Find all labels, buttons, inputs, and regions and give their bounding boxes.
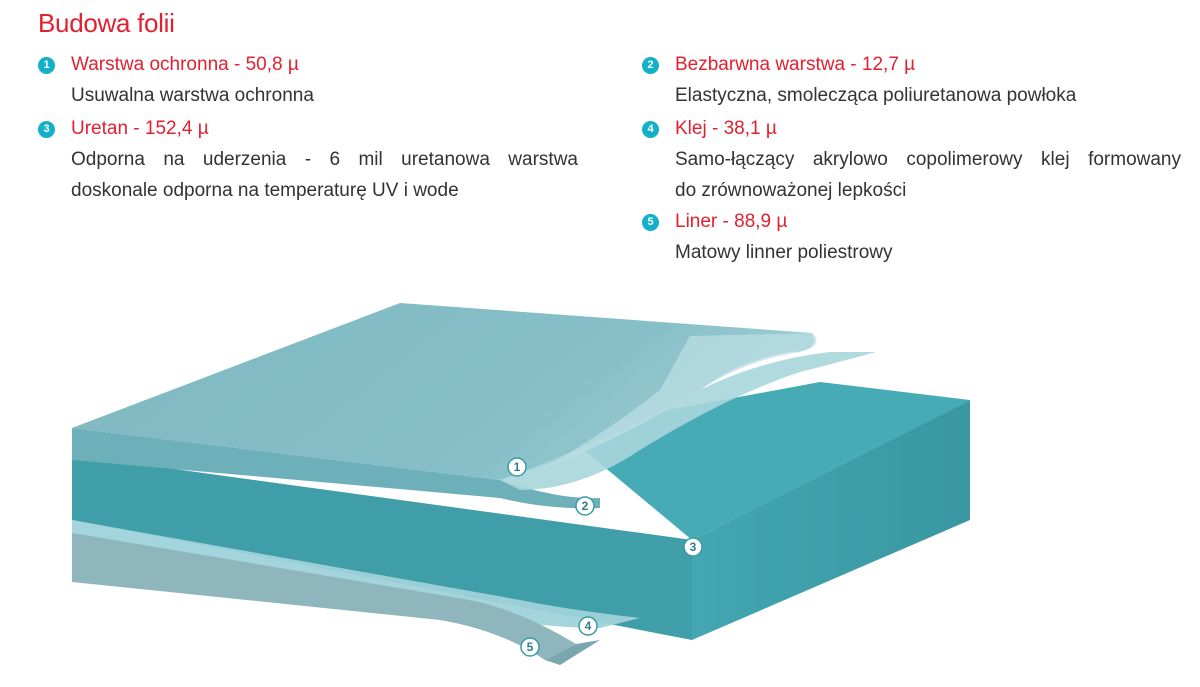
layer-title-1: Warstwa ochronna - 50,8 µ — [71, 54, 299, 75]
adhesive-layer — [72, 520, 640, 628]
clear-layer-peel — [500, 352, 876, 490]
marker-2: 2 — [575, 496, 595, 516]
top-layers-front-face — [72, 428, 600, 509]
urethane-front-face — [72, 455, 692, 640]
marker-5-label: 5 — [527, 640, 534, 654]
layer-info-1: 1 Warstwa ochronna - 50,8 µ Usuwalna war… — [38, 54, 598, 110]
number-badge-5: 5 — [642, 214, 659, 231]
layer-info-3: 3 Uretan - 152,4 µ Odporna na uderzenia … — [38, 118, 578, 208]
layer-desc-4: Samo-łączący akrylowo copolimerowy klej … — [675, 144, 1181, 206]
marker-2-label: 2 — [582, 499, 589, 513]
liner-layer-edge — [545, 640, 600, 665]
page-title: Budowa folii — [38, 8, 175, 38]
number-badge-2: 2 — [642, 57, 659, 74]
layer-desc-3: Odporna na uderzenia - 6 mil uretanowa w… — [71, 144, 578, 206]
urethane-side-face — [692, 400, 970, 640]
layer-desc-5: Matowy linner poliestrowy — [675, 242, 893, 263]
number-badge-3: 3 — [38, 121, 55, 138]
layer-info-4: 4 Klej - 38,1 µ Samo-łączący akrylowo co… — [642, 118, 1182, 208]
layer-info-2: 2 Bezbarwna warstwa - 12,7 µ Elastyczna,… — [642, 54, 1182, 110]
layer-title-5: Liner - 88,9 µ — [675, 211, 788, 232]
layer-desc-1: Usuwalna warstwa ochronna — [71, 85, 314, 106]
layer-desc-2: Elastyczna, smolecząca poliuretanowa pow… — [675, 85, 1077, 106]
layer-info-5: 5 Liner - 88,9 µ Matowy linner poliestro… — [642, 211, 1182, 267]
marker-3-label: 3 — [690, 540, 697, 554]
marker-4: 4 — [578, 616, 598, 636]
number-badge-4: 4 — [642, 121, 659, 138]
protective-layer-top-face — [72, 303, 814, 480]
marker-4-label: 4 — [585, 619, 592, 633]
marker-5: 5 — [520, 637, 540, 657]
marker-1-label: 1 — [514, 460, 521, 474]
protective-layer-peel — [540, 333, 817, 470]
layer-desc-4-line-2: do zrównoważonej lepkości — [675, 180, 907, 201]
number-badge-1: 1 — [38, 57, 55, 74]
layer-desc-3-line-2: doskonale odporna na temperaturę UV i wo… — [71, 180, 459, 201]
layer-title-4: Klej - 38,1 µ — [675, 118, 777, 139]
layer-desc-4-line-1: Samo-łączący akrylowo copolimerowy klej … — [675, 149, 1181, 170]
marker-3: 3 — [683, 537, 703, 557]
marker-1: 1 — [507, 457, 527, 477]
layer-title-3: Uretan - 152,4 µ — [71, 118, 209, 139]
layer-title-2: Bezbarwna warstwa - 12,7 µ — [675, 54, 916, 75]
liner-layer — [72, 533, 576, 660]
layer-desc-3-line-1: Odporna na uderzenia - 6 mil uretanowa w… — [71, 149, 578, 170]
